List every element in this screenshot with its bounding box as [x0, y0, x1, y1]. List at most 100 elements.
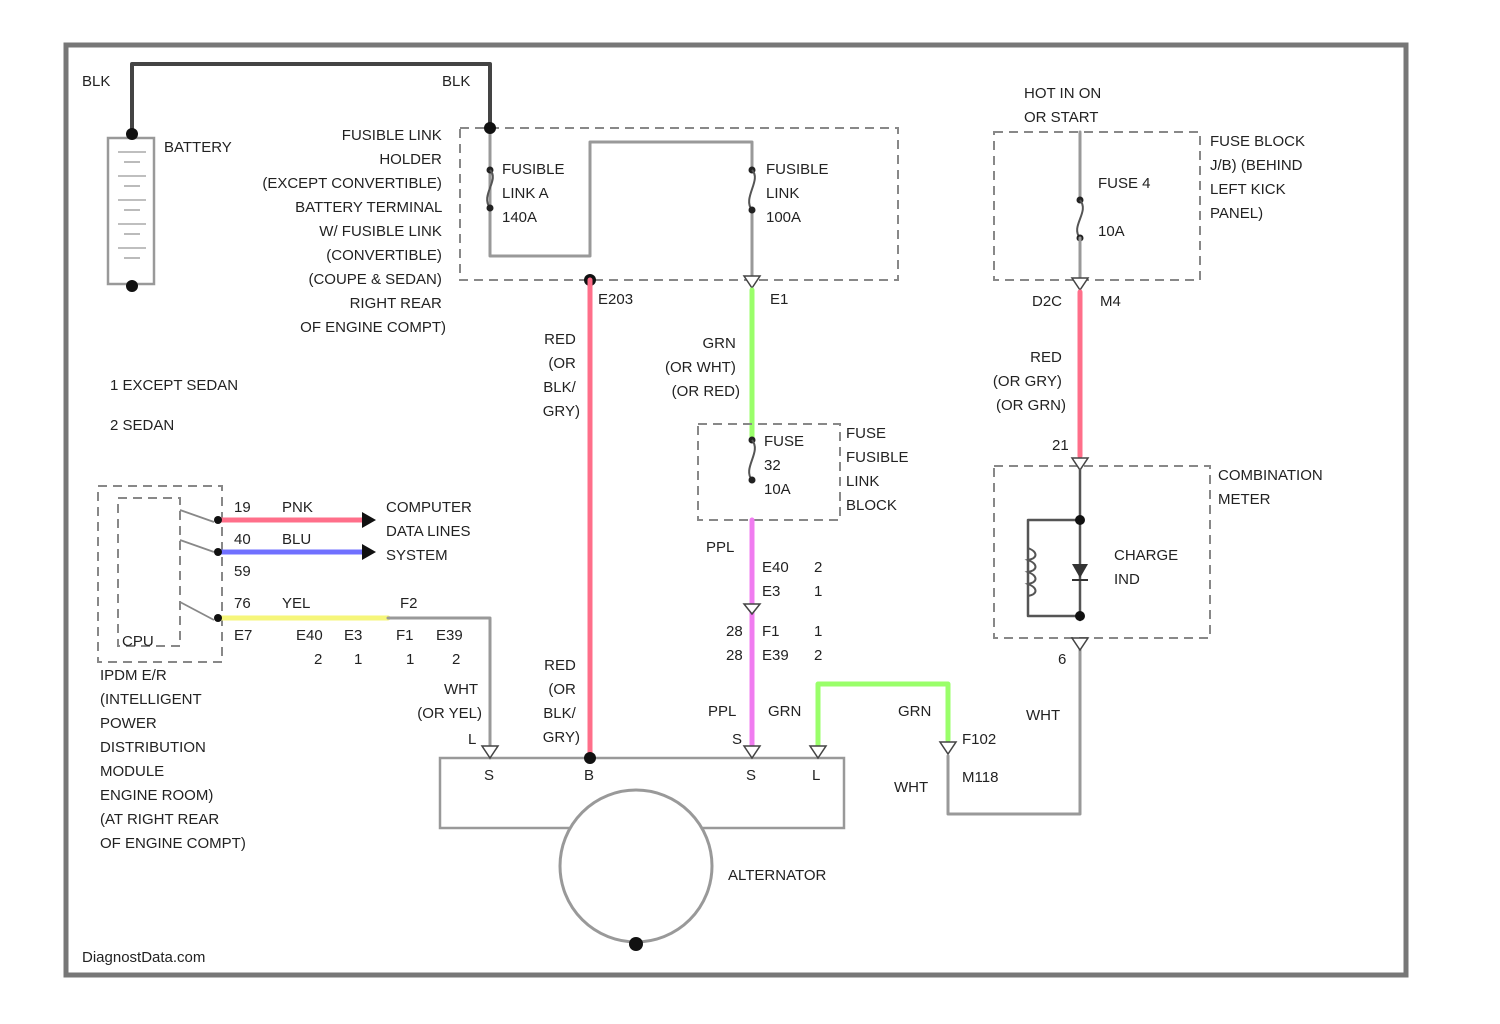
- svg-text:BLU: BLU: [282, 531, 311, 548]
- wire-label-ppl-top: PPL: [706, 539, 734, 556]
- wire-label-ppl-bottom: PPL: [708, 703, 736, 720]
- svg-text:1: 1: [814, 623, 822, 640]
- wire-label-wht-bottom: WHT: [894, 779, 928, 796]
- wire-label-grn-top: GRN (OR WHT) (OR RED): [665, 335, 740, 400]
- fuse4-label: FUSE 4 10A: [1098, 175, 1155, 240]
- holder-line-4: BATTERY TERMINAL: [295, 199, 442, 216]
- alternator-pin-top-s: S: [732, 731, 742, 748]
- connector-f102: [940, 742, 956, 754]
- svg-text:E39: E39: [436, 627, 463, 644]
- svg-text:1: 1: [814, 583, 822, 600]
- wire-label-red-bottom: RED (OR BLK/ GRY): [543, 657, 580, 746]
- holder-connector-e1: E1: [770, 291, 788, 308]
- alternator-pin-s2: S: [746, 767, 756, 784]
- svg-text:F2: F2: [400, 595, 418, 612]
- alternator-ground: [629, 937, 643, 951]
- inline-connectors-ppl: E40 2 E3 1 28 F1 1 28 E39 2: [726, 559, 822, 664]
- svg-text:76: 76: [234, 595, 251, 612]
- connector-f102-label: F102: [962, 731, 996, 748]
- svg-text:F1: F1: [762, 623, 780, 640]
- holder-output-connector-e1: [744, 276, 760, 288]
- ipdm-internal-lines: [180, 510, 214, 620]
- alternator-body: [560, 790, 712, 942]
- holder-line-7: (COUPE & SEDAN): [308, 271, 441, 288]
- fuse-block-connector-left: D2C: [1032, 293, 1062, 310]
- fuse-block-title: FUSE BLOCK J/B) (BEHIND LEFT KICK PANEL): [1210, 133, 1309, 222]
- fusible-link-holder-label: FUSIBLE LINK HOLDER (EXCEPT CONVERTIBLE)…: [262, 127, 446, 336]
- wire-label-red-top: RED (OR BLK/ GRY): [543, 331, 580, 420]
- alternator-pin-s1: S: [484, 767, 494, 784]
- svg-text:28: 28: [726, 623, 743, 640]
- battery-body: [108, 138, 154, 284]
- svg-text:2: 2: [452, 651, 460, 668]
- ipdm-cpu-label: CPU: [122, 633, 154, 650]
- wire-label-grn-bottom: GRN: [768, 703, 801, 720]
- battery-cells: [118, 152, 146, 258]
- wire-label-red-right: RED (OR GRY) (OR GRN): [993, 349, 1066, 414]
- svg-text:YEL: YEL: [282, 595, 310, 612]
- battery-positive-terminal: [126, 128, 138, 140]
- holder-line-8: RIGHT REAR: [350, 295, 442, 312]
- alternator: S B S L L S ALTERNATOR: [440, 731, 844, 951]
- svg-text:E3: E3: [762, 583, 780, 600]
- alternator-pin-top-l: L: [468, 731, 476, 748]
- combination-meter-pin-top: 21: [1052, 437, 1069, 454]
- battery-positive-wire: [132, 64, 490, 134]
- holder-connector-e203: E203: [598, 291, 633, 308]
- holder-line-9: OF ENGINE COMPT): [300, 319, 446, 336]
- fusible-link-holder: FUSIBLE LINK HOLDER (EXCEPT CONVERTIBLE)…: [262, 122, 898, 336]
- fuse-fusible-link-block: FUSE 32 10A FUSE FUSIBLE LINK BLOCK: [698, 424, 913, 520]
- note-except-sedan: 1 EXCEPT SEDAN: [110, 377, 238, 394]
- ipdm-title: IPDM E/R (INTELLIGENT POWER DISTRIBUTION…: [100, 667, 246, 852]
- wire-label-grn-right: GRN: [898, 703, 931, 720]
- fusible-link-b-label: FUSIBLE LINK 100A: [766, 161, 833, 226]
- svg-text:F1: F1: [396, 627, 414, 644]
- fusible-link-b: FUSIBLE LINK 100A: [749, 161, 833, 226]
- combination-meter: 21 CHARGE IND COMBINATION METER 6: [994, 437, 1327, 668]
- alternator-pin-b: B: [584, 767, 594, 784]
- fuse-block-box: [994, 132, 1200, 280]
- charge-indicator-diode: [1072, 564, 1088, 578]
- svg-text:59: 59: [234, 563, 251, 580]
- svg-text:E7: E7: [234, 627, 252, 644]
- fusible-link-a-label: FUSIBLE LINK A 140A: [502, 161, 569, 226]
- svg-text:28: 28: [726, 647, 743, 664]
- svg-text:40: 40: [234, 531, 251, 548]
- connector-m118-label: M118: [962, 769, 998, 786]
- holder-line-3: (EXCEPT CONVERTIBLE): [262, 175, 442, 192]
- svg-text:E40: E40: [296, 627, 323, 644]
- holder-line-1: FUSIBLE LINK: [342, 127, 442, 144]
- charge-indicator-label: CHARGE IND: [1114, 547, 1182, 588]
- svg-text:E3: E3: [344, 627, 362, 644]
- fuse-block-jb: FUSE 4 10A FUSE BLOCK J/B) (BEHIND LEFT …: [994, 132, 1309, 310]
- alternator-label: ALTERNATOR: [728, 867, 827, 884]
- battery-negative-terminal: [126, 280, 138, 292]
- battery-label: BATTERY: [164, 139, 232, 156]
- svg-text:1: 1: [406, 651, 414, 668]
- svg-text:2: 2: [314, 651, 322, 668]
- ipdm-box: [98, 486, 222, 662]
- wire-label-wht-or-yel: WHT (OR YEL): [417, 681, 482, 722]
- svg-text:1: 1: [354, 651, 362, 668]
- combination-meter-pin-bottom: 6: [1058, 651, 1066, 668]
- svg-text:19: 19: [234, 499, 251, 516]
- wire-label-wht-right: WHT: [1026, 707, 1060, 724]
- battery-wire-color-left: BLK: [82, 73, 110, 90]
- note-sedan: 2 SEDAN: [110, 417, 174, 434]
- battery-wire-color-right: BLK: [442, 73, 470, 90]
- holder-line-6: (CONVERTIBLE): [326, 247, 442, 264]
- alternator-pin-l: L: [812, 767, 820, 784]
- svg-text:2: 2: [814, 559, 822, 576]
- holder-line-2: HOLDER: [379, 151, 442, 168]
- fusible-link-a: FUSIBLE LINK A 140A: [484, 122, 569, 226]
- fuse-block-connector-right: M4: [1100, 293, 1121, 310]
- watermark: DiagnostData.com: [82, 949, 205, 966]
- fuse-block-label: FUSE FUSIBLE LINK BLOCK: [846, 425, 913, 514]
- svg-text:E40: E40: [762, 559, 789, 576]
- svg-text:PNK: PNK: [282, 499, 313, 516]
- svg-text:2: 2: [814, 647, 822, 664]
- fuse32-label: FUSE 32 10A: [764, 433, 808, 498]
- hot-in-on-label: HOT IN ON OR START: [1024, 85, 1105, 126]
- svg-text:E39: E39: [762, 647, 789, 664]
